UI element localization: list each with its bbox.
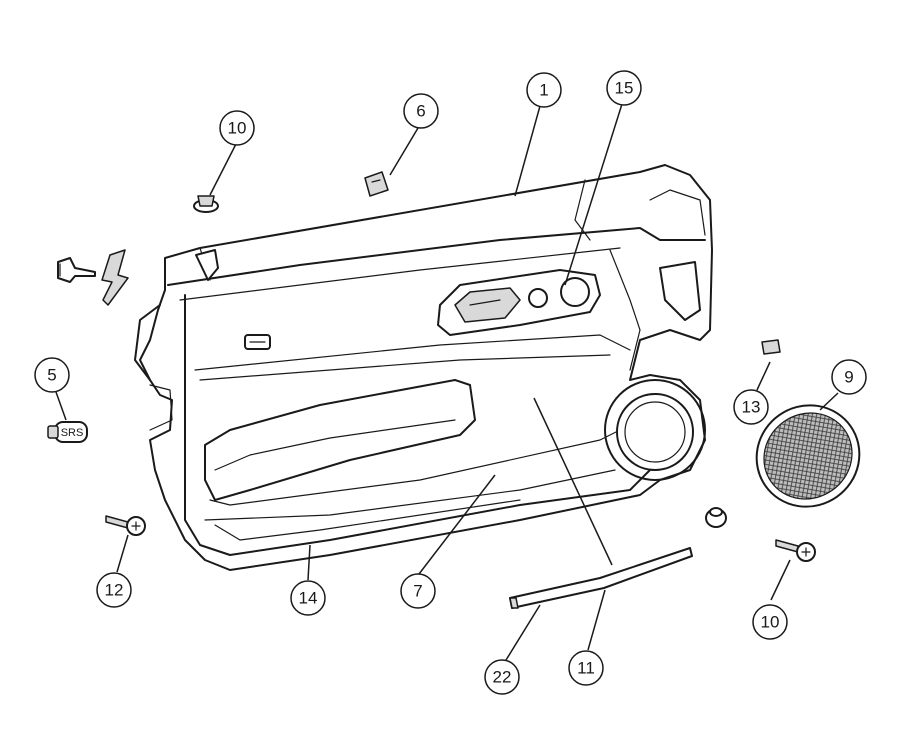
callout-10-top-label: 10 — [228, 119, 247, 138]
callout-14: 14 — [290, 580, 326, 616]
callout-13: 13 — [733, 389, 769, 425]
callout-9-label: 9 — [844, 368, 853, 387]
callout-9: 9 — [831, 359, 867, 395]
callout-5: 5 — [34, 357, 70, 393]
callout-22-label: 22 — [493, 668, 512, 687]
callout-15: 15 — [606, 70, 642, 106]
callout-12: 12 — [96, 572, 132, 608]
callout-10-top: 10 — [219, 110, 255, 146]
callout-1-label: 1 — [539, 81, 548, 100]
part-10-push-retainer-top — [193, 195, 219, 213]
callout-11-label: 11 — [577, 659, 595, 678]
callout-1: 1 — [526, 72, 562, 108]
part-6-clip — [364, 171, 389, 197]
part-10-screw-bottom — [775, 539, 816, 562]
part-22-moulding-strip — [509, 547, 693, 609]
callout-6-label: 6 — [416, 102, 425, 121]
part-5-srs-badge: SRS — [47, 421, 88, 443]
callout-14-label: 14 — [299, 589, 318, 608]
srs-badge-label: SRS — [61, 427, 84, 439]
callout-15-label: 15 — [615, 79, 634, 98]
part-12-screw — [105, 515, 146, 536]
callout-12-label: 12 — [105, 581, 124, 600]
leader-lines — [55, 103, 839, 661]
callout-6: 6 — [403, 93, 439, 129]
callout-11: 11 — [568, 650, 604, 686]
callout-5-label: 5 — [47, 366, 56, 385]
part-9-speaker-grille — [755, 404, 861, 508]
left-screw-and-bracket — [57, 249, 129, 306]
callout-7-label: 7 — [413, 582, 422, 601]
part-13-clip — [761, 339, 781, 355]
callout-22: 22 — [484, 659, 520, 695]
callout-10-bottom: 10 — [752, 604, 788, 640]
push-pin-fastener — [705, 507, 727, 528]
door-trim-panel — [134, 164, 713, 571]
callout-13-label: 13 — [742, 398, 761, 417]
callout-7: 7 — [400, 573, 436, 609]
callout-10-bottom-label: 10 — [761, 613, 780, 632]
